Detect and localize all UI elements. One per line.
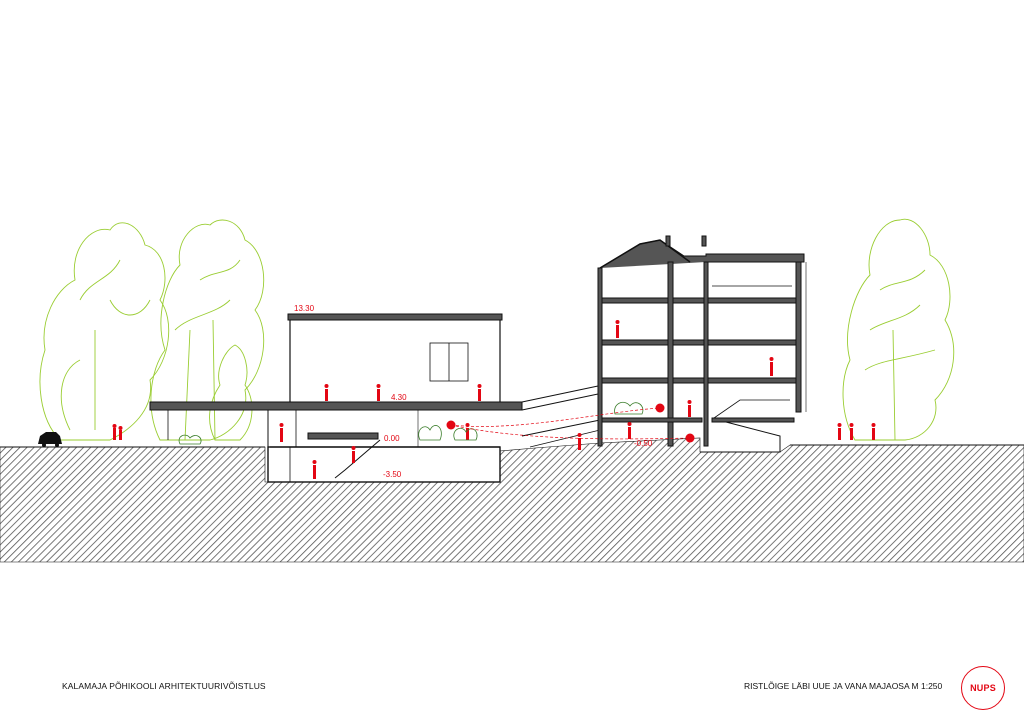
people [112, 320, 876, 479]
ground-hatch [0, 437, 1024, 563]
competition-title: KALAMAJA PÕHIKOOLI ARHITEKTUURIVÕISTLUS [62, 681, 266, 691]
trees-right [842, 218, 955, 441]
car-icon [38, 432, 62, 447]
elevation-roof: 13.30 [294, 304, 315, 313]
elevation-courtyard: -0.50 [634, 439, 653, 448]
elevation-ground: 0.00 [384, 434, 400, 443]
drawing-title: RISTLÕIGE LÄBI UUE JA VANA MAJAOSA M 1:2… [744, 681, 943, 691]
old-building [597, 235, 807, 453]
trees-left [39, 219, 265, 441]
new-building [149, 313, 523, 483]
nups-logo: NUPS [961, 666, 1005, 710]
elevation-basement: -3.50 [383, 470, 402, 479]
logo-text: NUPS [970, 683, 996, 693]
movement-annotations [446, 403, 695, 443]
elevation-first-floor: 4.30 [391, 393, 407, 402]
